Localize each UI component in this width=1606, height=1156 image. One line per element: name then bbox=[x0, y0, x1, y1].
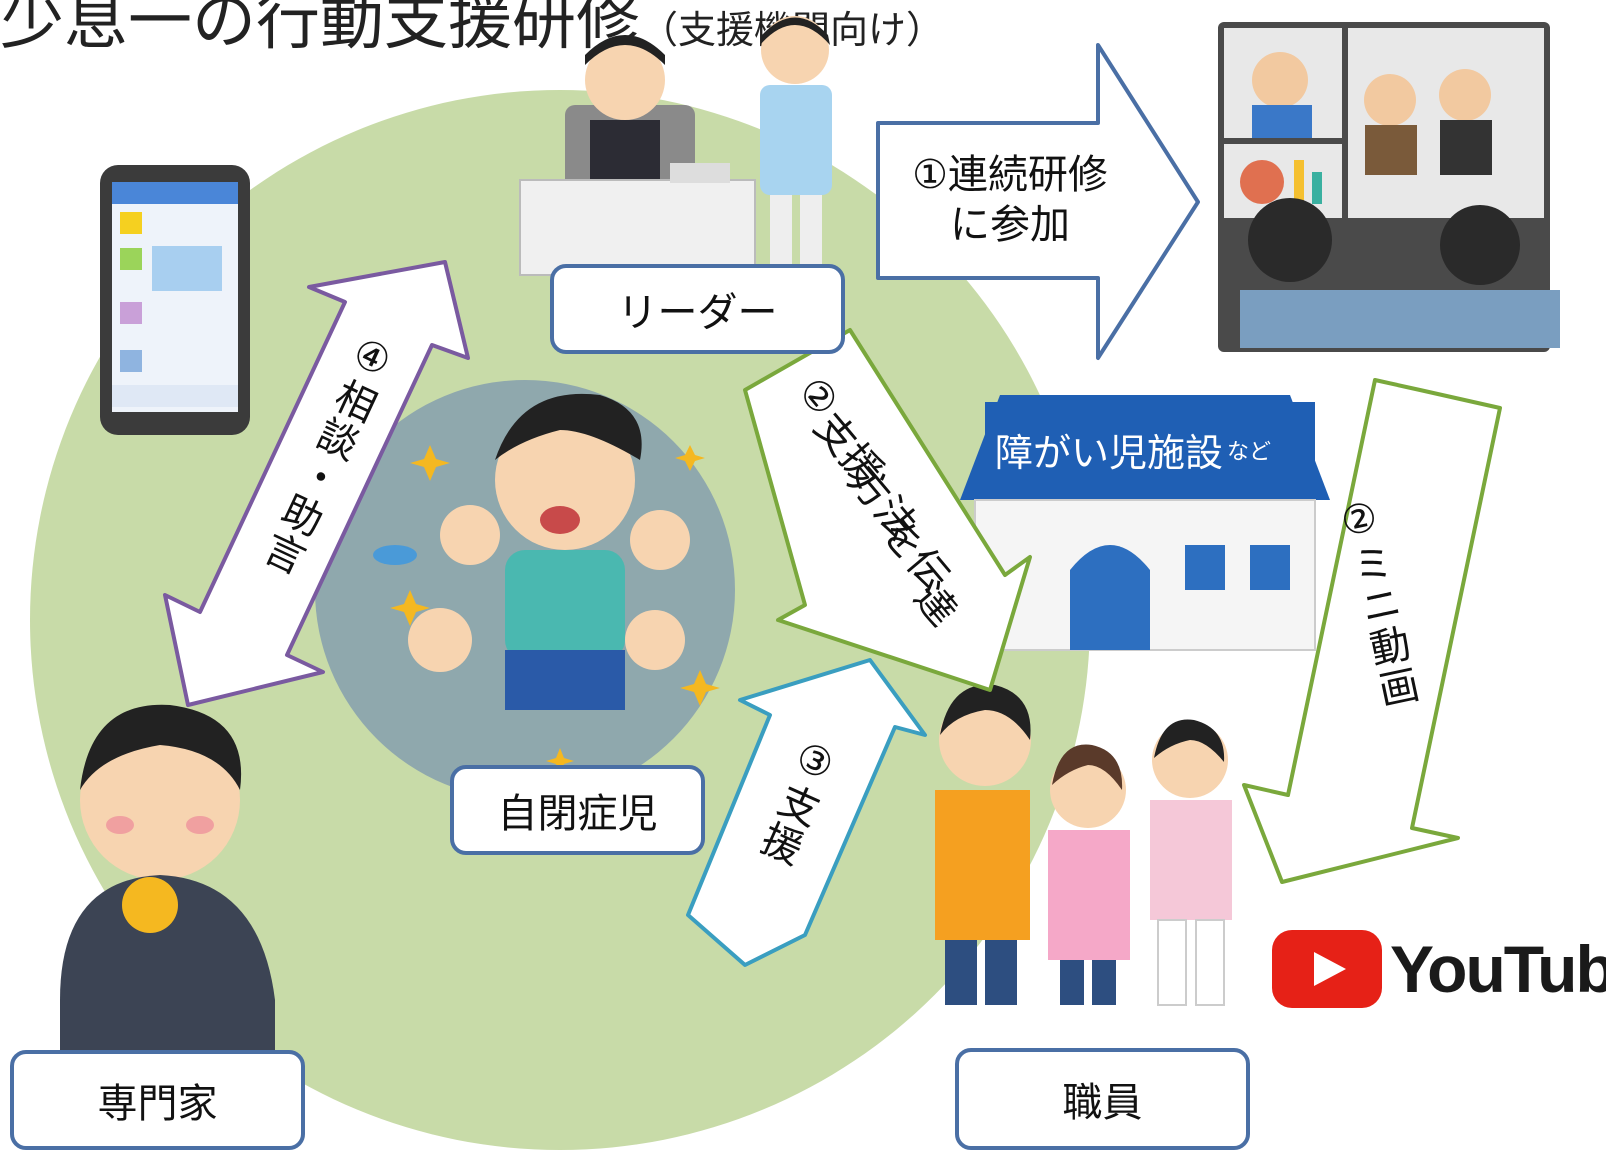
facility-suffix: など bbox=[1227, 439, 1272, 465]
facility-name: 障がい児施設 bbox=[995, 431, 1224, 475]
training-arrow bbox=[876, 43, 1200, 360]
nurse-illustration bbox=[760, 16, 832, 270]
training-label: ①連続研修 に参加 bbox=[912, 152, 1108, 248]
expert-illustration bbox=[60, 704, 275, 1080]
youtube-logo: YouTube bbox=[1272, 930, 1606, 1008]
leader-illustration bbox=[519, 35, 756, 276]
staff-label: 職員 bbox=[955, 1048, 1250, 1150]
consult-arrow bbox=[163, 260, 470, 707]
smartphone-icon bbox=[100, 165, 250, 435]
leader-label: リーダー bbox=[550, 264, 845, 354]
video-arrow bbox=[1242, 378, 1502, 884]
video-conference-icon bbox=[1218, 22, 1560, 352]
youtube-wordmark: YouTube bbox=[1390, 932, 1606, 1006]
child-label: 自閉症児 bbox=[450, 765, 705, 855]
transfer-arrow bbox=[743, 328, 1032, 692]
support-arrow bbox=[686, 658, 927, 967]
staff-illustration bbox=[935, 684, 1232, 1006]
facility-sign: 障がい児施設など bbox=[985, 402, 1315, 497]
play-icon bbox=[1272, 930, 1382, 1008]
title-main: 少息一の行動支援研修 bbox=[0, 0, 640, 59]
autistic-child-illustration bbox=[373, 393, 720, 774]
expert-label: 専門家 bbox=[10, 1050, 305, 1150]
